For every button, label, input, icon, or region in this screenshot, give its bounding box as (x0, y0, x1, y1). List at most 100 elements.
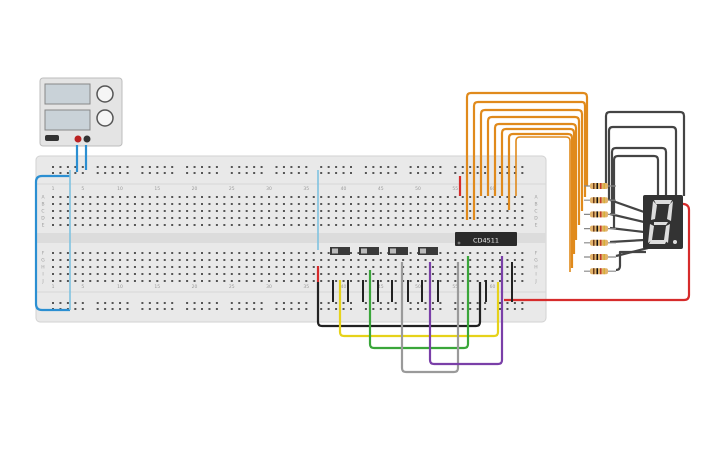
breadboard-hole[interactable] (387, 166, 390, 168)
breadboard-hole[interactable] (409, 280, 412, 282)
breadboard-hole[interactable] (513, 196, 516, 198)
breadboard-hole[interactable] (52, 266, 54, 268)
breadboard-hole[interactable] (193, 217, 196, 219)
breadboard-hole[interactable] (439, 273, 442, 275)
breadboard-hole[interactable] (521, 308, 524, 310)
breadboard-hole[interactable] (402, 259, 405, 261)
breadboard-hole[interactable] (297, 280, 300, 282)
breadboard-hole[interactable] (379, 308, 382, 310)
breadboard-hole[interactable] (253, 266, 256, 268)
slide-switch-3[interactable] (388, 247, 408, 255)
resistors[interactable] (584, 183, 616, 275)
breadboard-hole[interactable] (89, 252, 92, 254)
breadboard-hole[interactable] (201, 172, 203, 174)
breadboard-hole[interactable] (513, 308, 516, 310)
breadboard-hole[interactable] (364, 203, 367, 205)
breadboard-hole[interactable] (230, 266, 233, 268)
breadboard-hole[interactable] (469, 302, 472, 304)
breadboard-hole[interactable] (275, 266, 278, 268)
breadboard-hole[interactable] (230, 196, 233, 198)
breadboard-hole[interactable] (491, 273, 494, 275)
breadboard-hole[interactable] (439, 196, 442, 198)
breadboard-hole[interactable] (513, 280, 516, 282)
breadboard-hole[interactable] (484, 203, 487, 205)
breadboard-hole[interactable] (327, 302, 330, 304)
breadboard-hole[interactable] (394, 308, 397, 310)
breadboard-hole[interactable] (253, 172, 256, 174)
breadboard-hole[interactable] (133, 273, 136, 275)
breadboard-hole[interactable] (141, 196, 144, 198)
breadboard-hole[interactable] (178, 210, 181, 212)
breadboard-hole[interactable] (364, 166, 367, 168)
breadboard-hole[interactable] (476, 273, 479, 275)
breadboard-hole[interactable] (402, 273, 405, 275)
breadboard-hole[interactable] (178, 252, 181, 254)
breadboard-hole[interactable] (111, 280, 114, 282)
breadboard-hole[interactable] (491, 210, 494, 212)
breadboard-hole[interactable] (513, 252, 516, 254)
breadboard-hole[interactable] (431, 302, 434, 304)
breadboard-hole[interactable] (260, 280, 263, 282)
breadboard-hole[interactable] (193, 172, 196, 174)
breadboard-hole[interactable] (424, 210, 427, 212)
breadboard-hole[interactable] (141, 259, 144, 261)
breadboard-hole[interactable] (253, 196, 256, 198)
breadboard-hole[interactable] (126, 203, 129, 205)
breadboard-hole[interactable] (141, 280, 144, 282)
breadboard-hole[interactable] (148, 224, 151, 226)
breadboard-hole[interactable] (282, 280, 285, 282)
breadboard-hole[interactable] (171, 273, 174, 275)
breadboard-hole[interactable] (89, 217, 92, 219)
breadboard-hole[interactable] (364, 273, 367, 275)
breadboard-hole[interactable] (372, 210, 375, 212)
breadboard-hole[interactable] (245, 302, 248, 304)
breadboard-hole[interactable] (461, 203, 464, 205)
breadboard-hole[interactable] (394, 210, 397, 212)
breadboard-hole[interactable] (74, 166, 77, 168)
breadboard-hole[interactable] (320, 203, 323, 205)
breadboard-hole[interactable] (484, 196, 487, 198)
breadboard-hole[interactable] (387, 203, 390, 205)
breadboard-hole[interactable] (476, 252, 479, 254)
breadboard-hole[interactable] (230, 280, 233, 282)
wire-dark-3[interactable] (610, 146, 668, 214)
breadboard-hole[interactable] (461, 273, 464, 275)
breadboard-hole[interactable] (513, 224, 516, 226)
breadboard-hole[interactable] (439, 259, 442, 261)
breadboard-hole[interactable] (163, 252, 166, 254)
breadboard-hole[interactable] (290, 203, 293, 205)
breadboard-hole[interactable] (74, 280, 77, 282)
breadboard-hole[interactable] (268, 217, 271, 219)
breadboard-hole[interactable] (119, 217, 122, 219)
breadboard-hole[interactable] (513, 166, 516, 168)
breadboard-hole[interactable] (521, 302, 524, 304)
breadboard-hole[interactable] (148, 172, 151, 174)
breadboard-hole[interactable] (59, 302, 62, 304)
breadboard-hole[interactable] (186, 280, 189, 282)
breadboard-hole[interactable] (424, 196, 427, 198)
breadboard-hole[interactable] (238, 203, 241, 205)
breadboard-hole[interactable] (409, 302, 412, 304)
breadboard-hole[interactable] (342, 308, 345, 310)
breadboard-hole[interactable] (178, 266, 181, 268)
breadboard-hole[interactable] (66, 196, 69, 198)
breadboard-hole[interactable] (521, 252, 524, 254)
breadboard-hole[interactable] (215, 203, 218, 205)
breadboard-hole[interactable] (119, 224, 122, 226)
breadboard-hole[interactable] (156, 224, 159, 226)
breadboard-hole[interactable] (66, 280, 69, 282)
breadboard-hole[interactable] (208, 166, 211, 168)
breadboard-hole[interactable] (424, 266, 427, 268)
breadboard-hole[interactable] (74, 259, 77, 261)
breadboard-hole[interactable] (431, 196, 434, 198)
breadboard-hole[interactable] (193, 210, 196, 212)
breadboard-hole[interactable] (208, 172, 211, 174)
breadboard-hole[interactable] (59, 203, 62, 205)
breadboard-hole[interactable] (521, 217, 524, 219)
breadboard-hole[interactable] (290, 259, 293, 261)
breadboard-hole[interactable] (193, 273, 196, 275)
breadboard-hole[interactable] (193, 308, 196, 310)
breadboard-hole[interactable] (260, 172, 263, 174)
breadboard-hole[interactable] (163, 273, 166, 275)
breadboard-hole[interactable] (111, 217, 114, 219)
